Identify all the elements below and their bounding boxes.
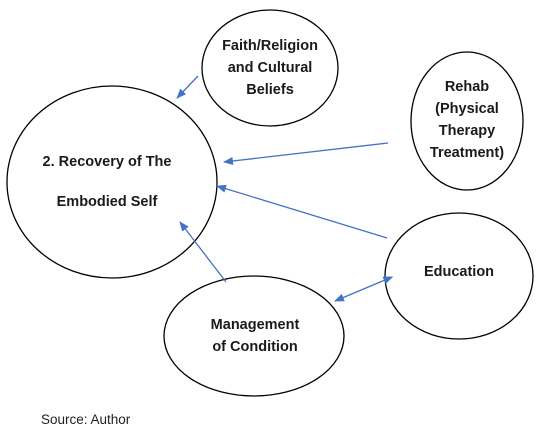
node-recovery-line-1: 2. Recovery of The xyxy=(42,154,172,170)
node-management-line-2: of Condition xyxy=(212,339,298,355)
arrow-education-management-bidirectional xyxy=(334,276,394,302)
arrow-management-to-recovery xyxy=(179,221,227,283)
node-faith-label: Faith/Religion and Cultural Beliefs xyxy=(210,32,330,104)
node-faith-line-1: Faith/Religion xyxy=(222,38,318,54)
node-management-ellipse xyxy=(163,275,345,397)
node-management-line-1: Management xyxy=(210,317,300,333)
source-caption: Source: Author xyxy=(41,412,131,427)
node-education-line-1: Education xyxy=(423,264,495,280)
node-rehab-line-3: Therapy xyxy=(438,123,496,139)
node-faith-line-2: and Cultural xyxy=(227,60,313,76)
node-recovery-label: 2. Recovery of The Embodied Self xyxy=(22,140,192,224)
node-education-label: Education xyxy=(400,260,518,284)
node-rehab-line-1: Rehab xyxy=(444,79,490,95)
node-recovery-line-2: Embodied Self xyxy=(56,194,158,210)
node-management-label: Management of Condition xyxy=(190,312,320,360)
arrow-faith-to-recovery xyxy=(176,75,199,99)
node-education-ellipse xyxy=(384,212,534,340)
node-faith-line-3: Beliefs xyxy=(246,82,294,98)
node-rehab-label: Rehab (Physical Therapy Treatment) xyxy=(417,74,517,166)
arrow-rehab-to-recovery xyxy=(223,142,389,165)
node-faith-ellipse xyxy=(201,9,339,127)
arrow-education-to-recovery xyxy=(216,184,388,239)
node-rehab-line-2: (Physical xyxy=(435,101,499,117)
node-recovery-ellipse xyxy=(6,85,218,279)
node-rehab-ellipse xyxy=(410,51,524,191)
node-rehab-line-4: Treatment) xyxy=(429,145,505,161)
